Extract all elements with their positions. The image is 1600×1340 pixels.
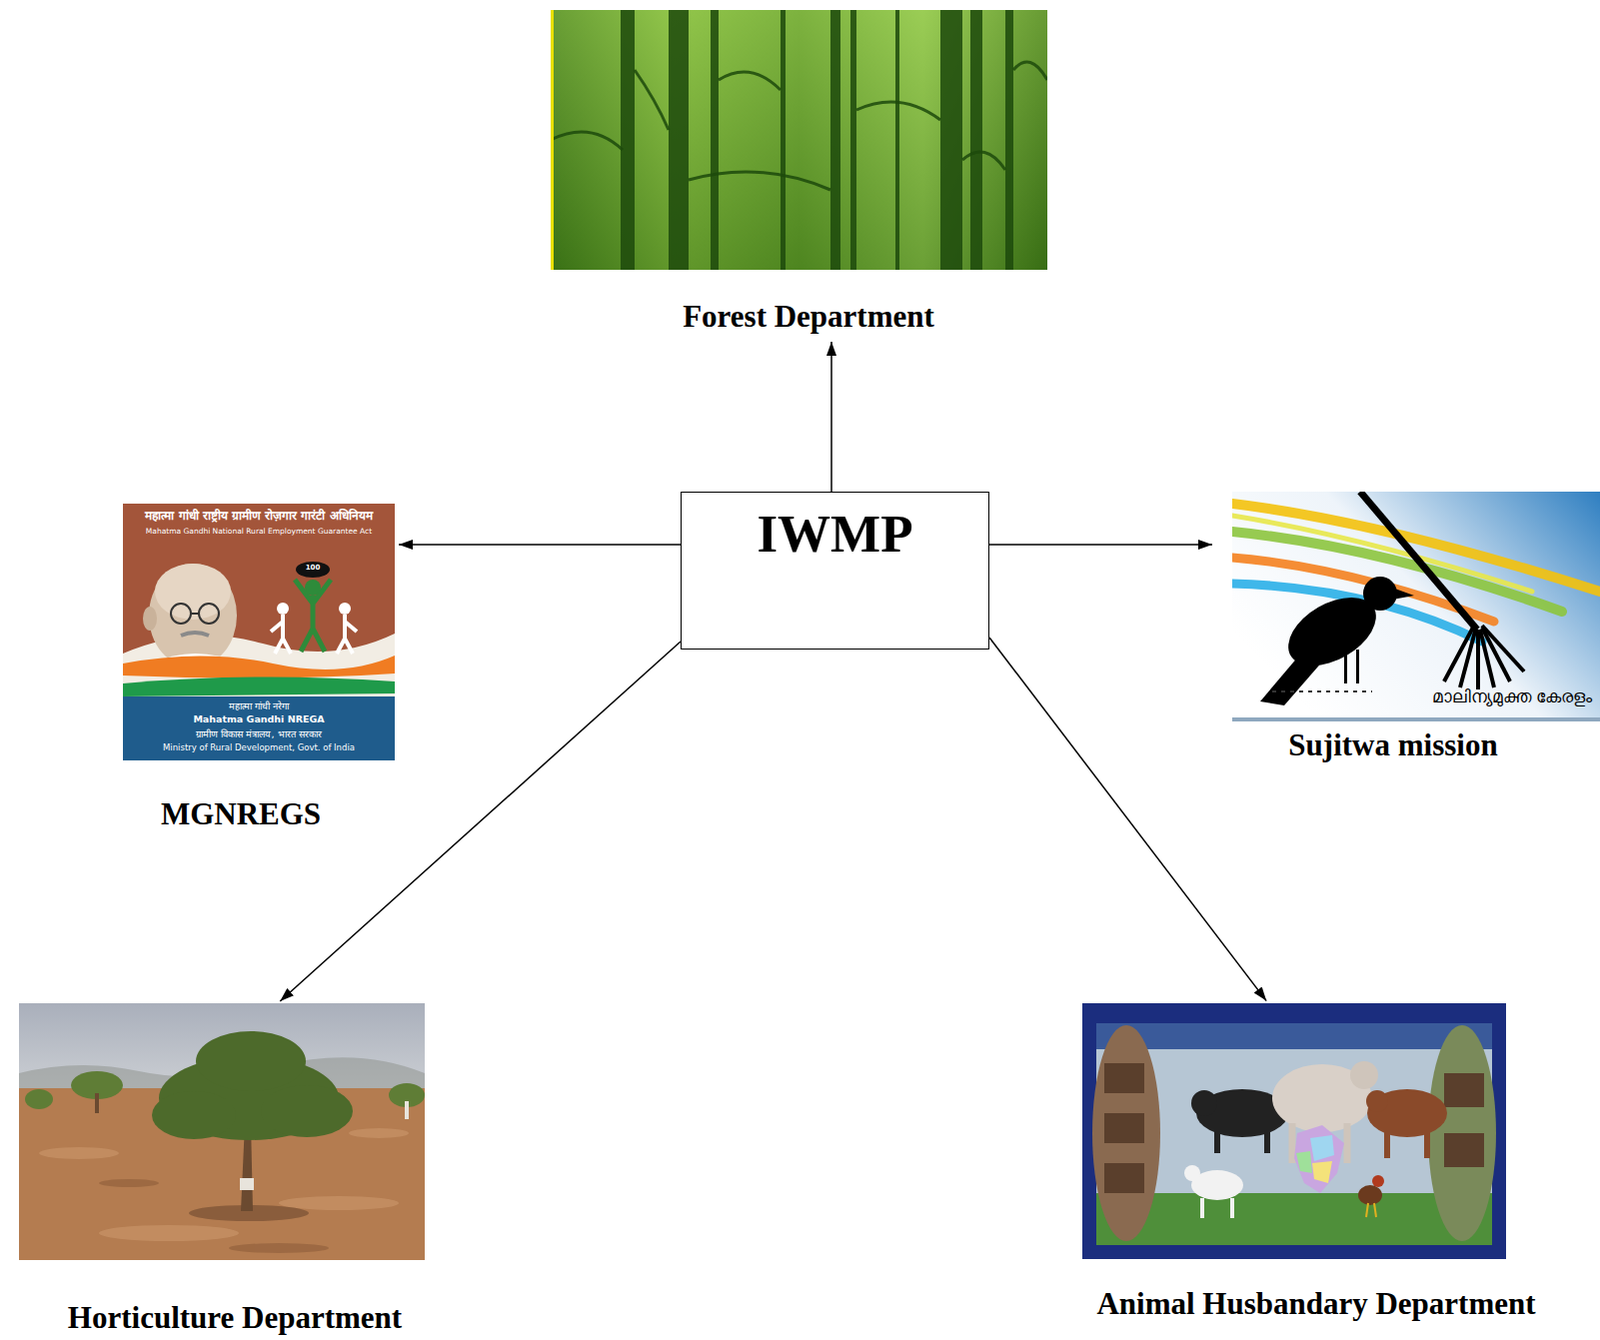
arrow-connector	[989, 637, 1267, 1002]
picture-node: Forest Department	[550, 9, 1048, 339]
process-box: IWMP	[680, 491, 990, 650]
logo-text: ग्रामीण विकास मंत्रालय, भारत सरकार	[122, 729, 395, 740]
node-caption: MGNREGS	[160, 797, 321, 832]
node-caption: Horticulture Department	[67, 1301, 402, 1336]
arrow-connector	[830, 341, 833, 492]
node-caption: Sujitwa mission	[1288, 728, 1498, 763]
picture-node: MGNREGS महात्मा गांधी राष्ट्रीय ग्रामीण र…	[122, 503, 395, 837]
arrow-connector	[398, 543, 681, 546]
picture-node: Sujitwa mission മാലിന്യമുക്ത കേരളം	[1232, 491, 1600, 768]
node-caption: Forest Department	[682, 299, 935, 334]
forest-picture	[550, 9, 1048, 270]
arrow-connector	[989, 543, 1213, 546]
logo-text: Ministry of Rural Development, Govt. of …	[122, 743, 395, 753]
picture-node: Horticulture Department	[18, 1003, 425, 1340]
picture-node: Animal Husbandary Department	[1079, 1003, 1550, 1327]
logo-text: മാലിന്യമുക്ത കേരളം	[1432, 687, 1593, 707]
animal-husbandry-picture	[1082, 1003, 1507, 1260]
logo-text: Mahatma Gandhi NREGA	[122, 714, 395, 725]
arrow-connector	[279, 641, 681, 1002]
logo-text: महात्मा गांधी राष्ट्रीय ग्रामीण रोज़गार …	[126, 509, 391, 523]
logo-text: महात्मा गांधी नरेगा	[122, 701, 395, 712]
horticulture-picture	[18, 1003, 425, 1261]
node-caption: Animal Husbandary Department	[1096, 1287, 1536, 1322]
box-title: IWMP	[681, 492, 989, 563]
logo-text: Mahatma Gandhi National Rural Employment…	[126, 527, 391, 536]
logo-text: 100	[298, 564, 327, 573]
